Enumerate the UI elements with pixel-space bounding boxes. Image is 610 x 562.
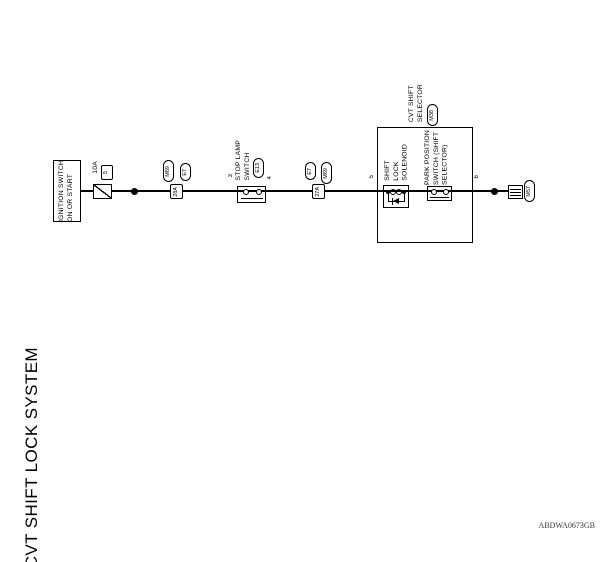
connector-label: M57: [525, 185, 532, 197]
ground-hatch-line: [510, 188, 521, 190]
pin-number-3: 3: [228, 174, 234, 178]
switch-contact: [443, 188, 449, 195]
connector-label: E7: [306, 167, 313, 175]
connector-label: E13: [254, 163, 261, 173]
stop-lamp-switch-label: STOP LAMP SWITCH: [235, 140, 251, 181]
diode-branch-wire: [403, 191, 405, 202]
switch-blade: [430, 196, 449, 198]
pin-number-6: 6: [474, 175, 480, 179]
park-position-switch-symbol: [427, 186, 452, 201]
diode-branch-wire: [387, 191, 389, 202]
switch-contact: [256, 188, 262, 195]
switch-blade: [241, 197, 263, 199]
connector-oval-m57: M57: [524, 180, 535, 202]
connector-oval-m38: M38: [427, 104, 438, 126]
solenoid-node-dot: [402, 189, 406, 194]
connector-terminal-27a: 27A: [312, 184, 325, 199]
page-title: CVT SHIFT LOCK SYSTEM: [22, 347, 41, 562]
diode-icon: [393, 198, 399, 204]
ground-hatch-line: [510, 194, 521, 196]
fuse-number-label: 5: [103, 170, 110, 175]
connector-oval-e13: E13: [253, 158, 264, 178]
connector-oval-e7: E7: [305, 162, 316, 180]
cvt-shift-selector-box: [377, 127, 473, 243]
connector-label: M38: [428, 109, 435, 121]
terminal-label: 28A: [172, 186, 179, 197]
fuse-rating-label: 10A: [92, 161, 99, 174]
solenoid-coil-icon: [390, 188, 396, 195]
ignition-switch-label: IGNITION SWITCH ON OR START: [58, 160, 74, 222]
ground-symbol: [508, 185, 523, 199]
junction-dot: [131, 188, 138, 195]
connector-oval-m69: M69: [321, 162, 332, 184]
pin-number-5: 5: [369, 175, 375, 179]
solenoid-coil-icon: [396, 188, 402, 195]
shift-lock-solenoid-symbol: [383, 185, 409, 208]
ignition-switch-box: IGNITION SWITCH ON OR START: [53, 160, 81, 222]
switch-contact: [431, 188, 437, 195]
ground-hatch-line: [510, 191, 521, 193]
pin-number-4: 4: [267, 176, 273, 180]
connector-oval-e7: E7: [180, 163, 191, 181]
solenoid-node-dot: [386, 189, 390, 194]
connector-label: M69: [322, 167, 329, 179]
cvt-shift-selector-label: CVT SHIFT SELECTOR: [408, 84, 424, 123]
diode-cathode-bar: [391, 198, 393, 205]
switch-contact: [243, 188, 249, 195]
drawing-code: ABDWA0673GB: [538, 521, 595, 530]
fuse-symbol: [93, 184, 112, 199]
connector-oval-m69: M69: [163, 160, 174, 182]
terminal-label: 27A: [314, 186, 321, 197]
junction-dot: [490, 188, 498, 195]
main-wire: [81, 190, 508, 192]
connector-label: M69: [164, 165, 171, 177]
connector-terminal-28a: 28A: [170, 184, 183, 199]
stop-lamp-switch-symbol: [237, 186, 266, 203]
fuse-number-box: 5: [101, 165, 113, 180]
connector-label: E7: [181, 168, 188, 176]
